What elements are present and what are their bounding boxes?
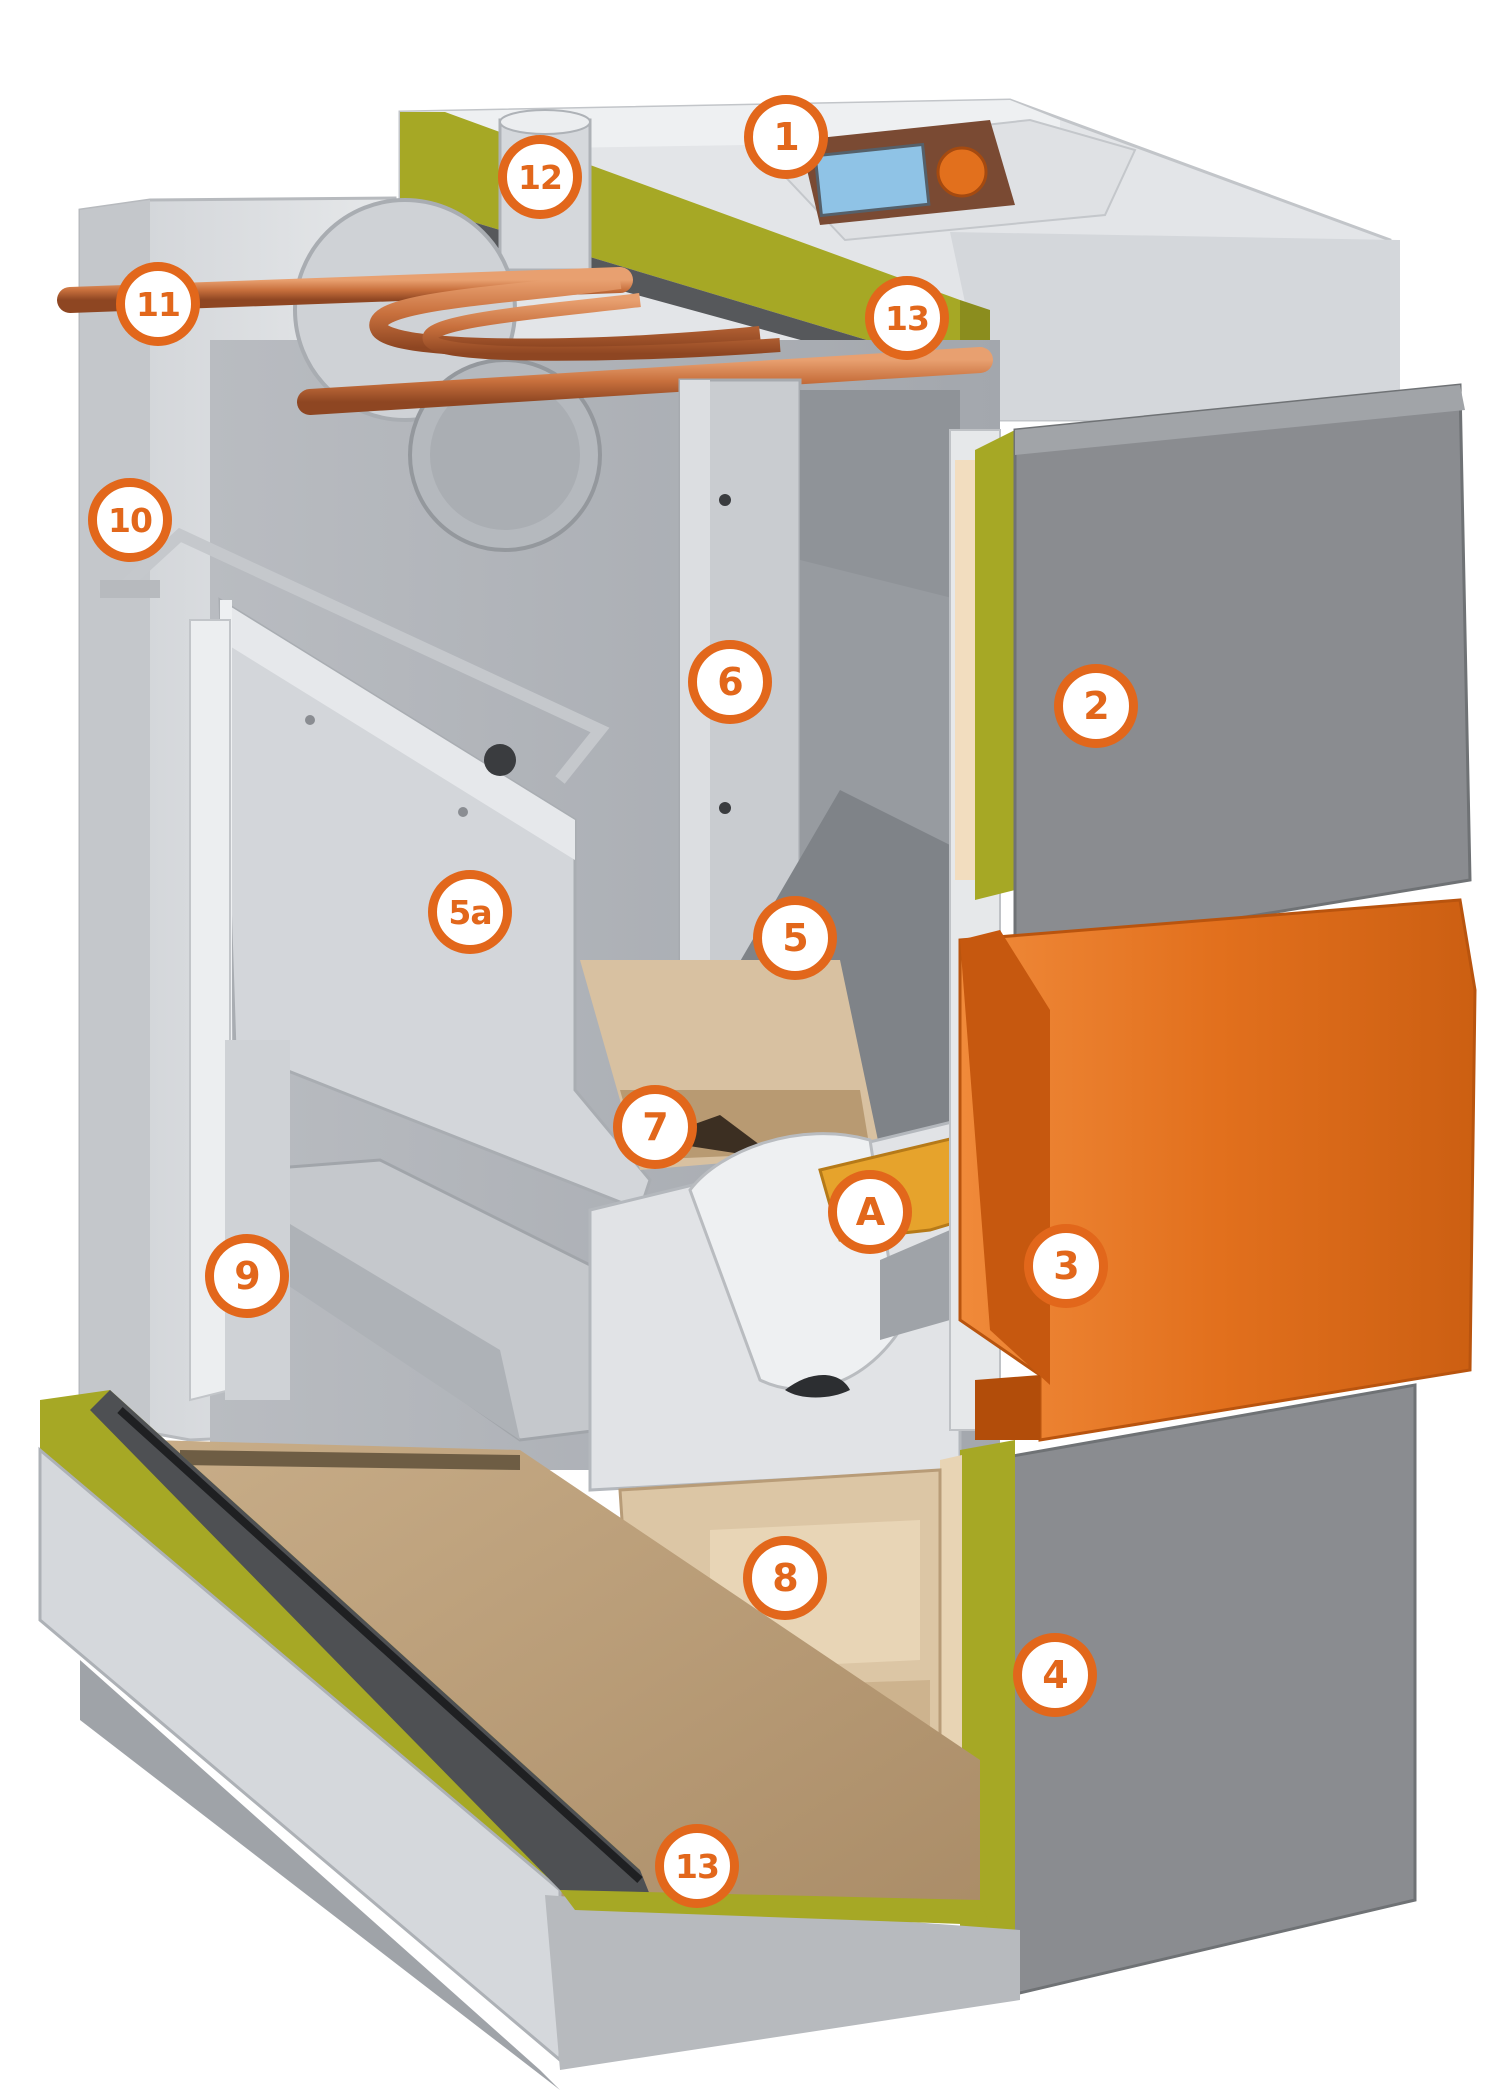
callout-4: 4: [1013, 1633, 1097, 1717]
callout-7: 7: [613, 1085, 697, 1169]
base-front-rail: [38, 1390, 1020, 2090]
callout-2: 2: [1054, 664, 1138, 748]
callout-9: 9: [205, 1234, 289, 1318]
callout-a: A: [828, 1170, 912, 1254]
callout-12: 12: [498, 135, 582, 219]
left-vertical-post: [189, 619, 290, 1402]
control-knob: [936, 146, 988, 198]
callout-1: 1: [744, 95, 828, 179]
support-rod: [100, 527, 610, 784]
lower-ash-door: [940, 1383, 1417, 2002]
callout-13-top: 13: [865, 276, 949, 360]
callout-5: 5: [753, 896, 837, 980]
control-panel: [757, 118, 1137, 242]
display-screen: [813, 142, 931, 218]
base-floor: [150, 1440, 980, 1960]
callout-11: 11: [116, 262, 200, 346]
upper-loading-door: [1013, 383, 1472, 957]
callout-6: 6: [688, 640, 772, 724]
callout-3: 3: [1024, 1224, 1108, 1308]
callout-10: 10: [88, 478, 172, 562]
combustion-door-orange: [958, 898, 1477, 1442]
callout-8: 8: [743, 1536, 827, 1620]
callout-13-bottom: 13: [655, 1824, 739, 1908]
callout-5a: 5a: [428, 870, 512, 954]
